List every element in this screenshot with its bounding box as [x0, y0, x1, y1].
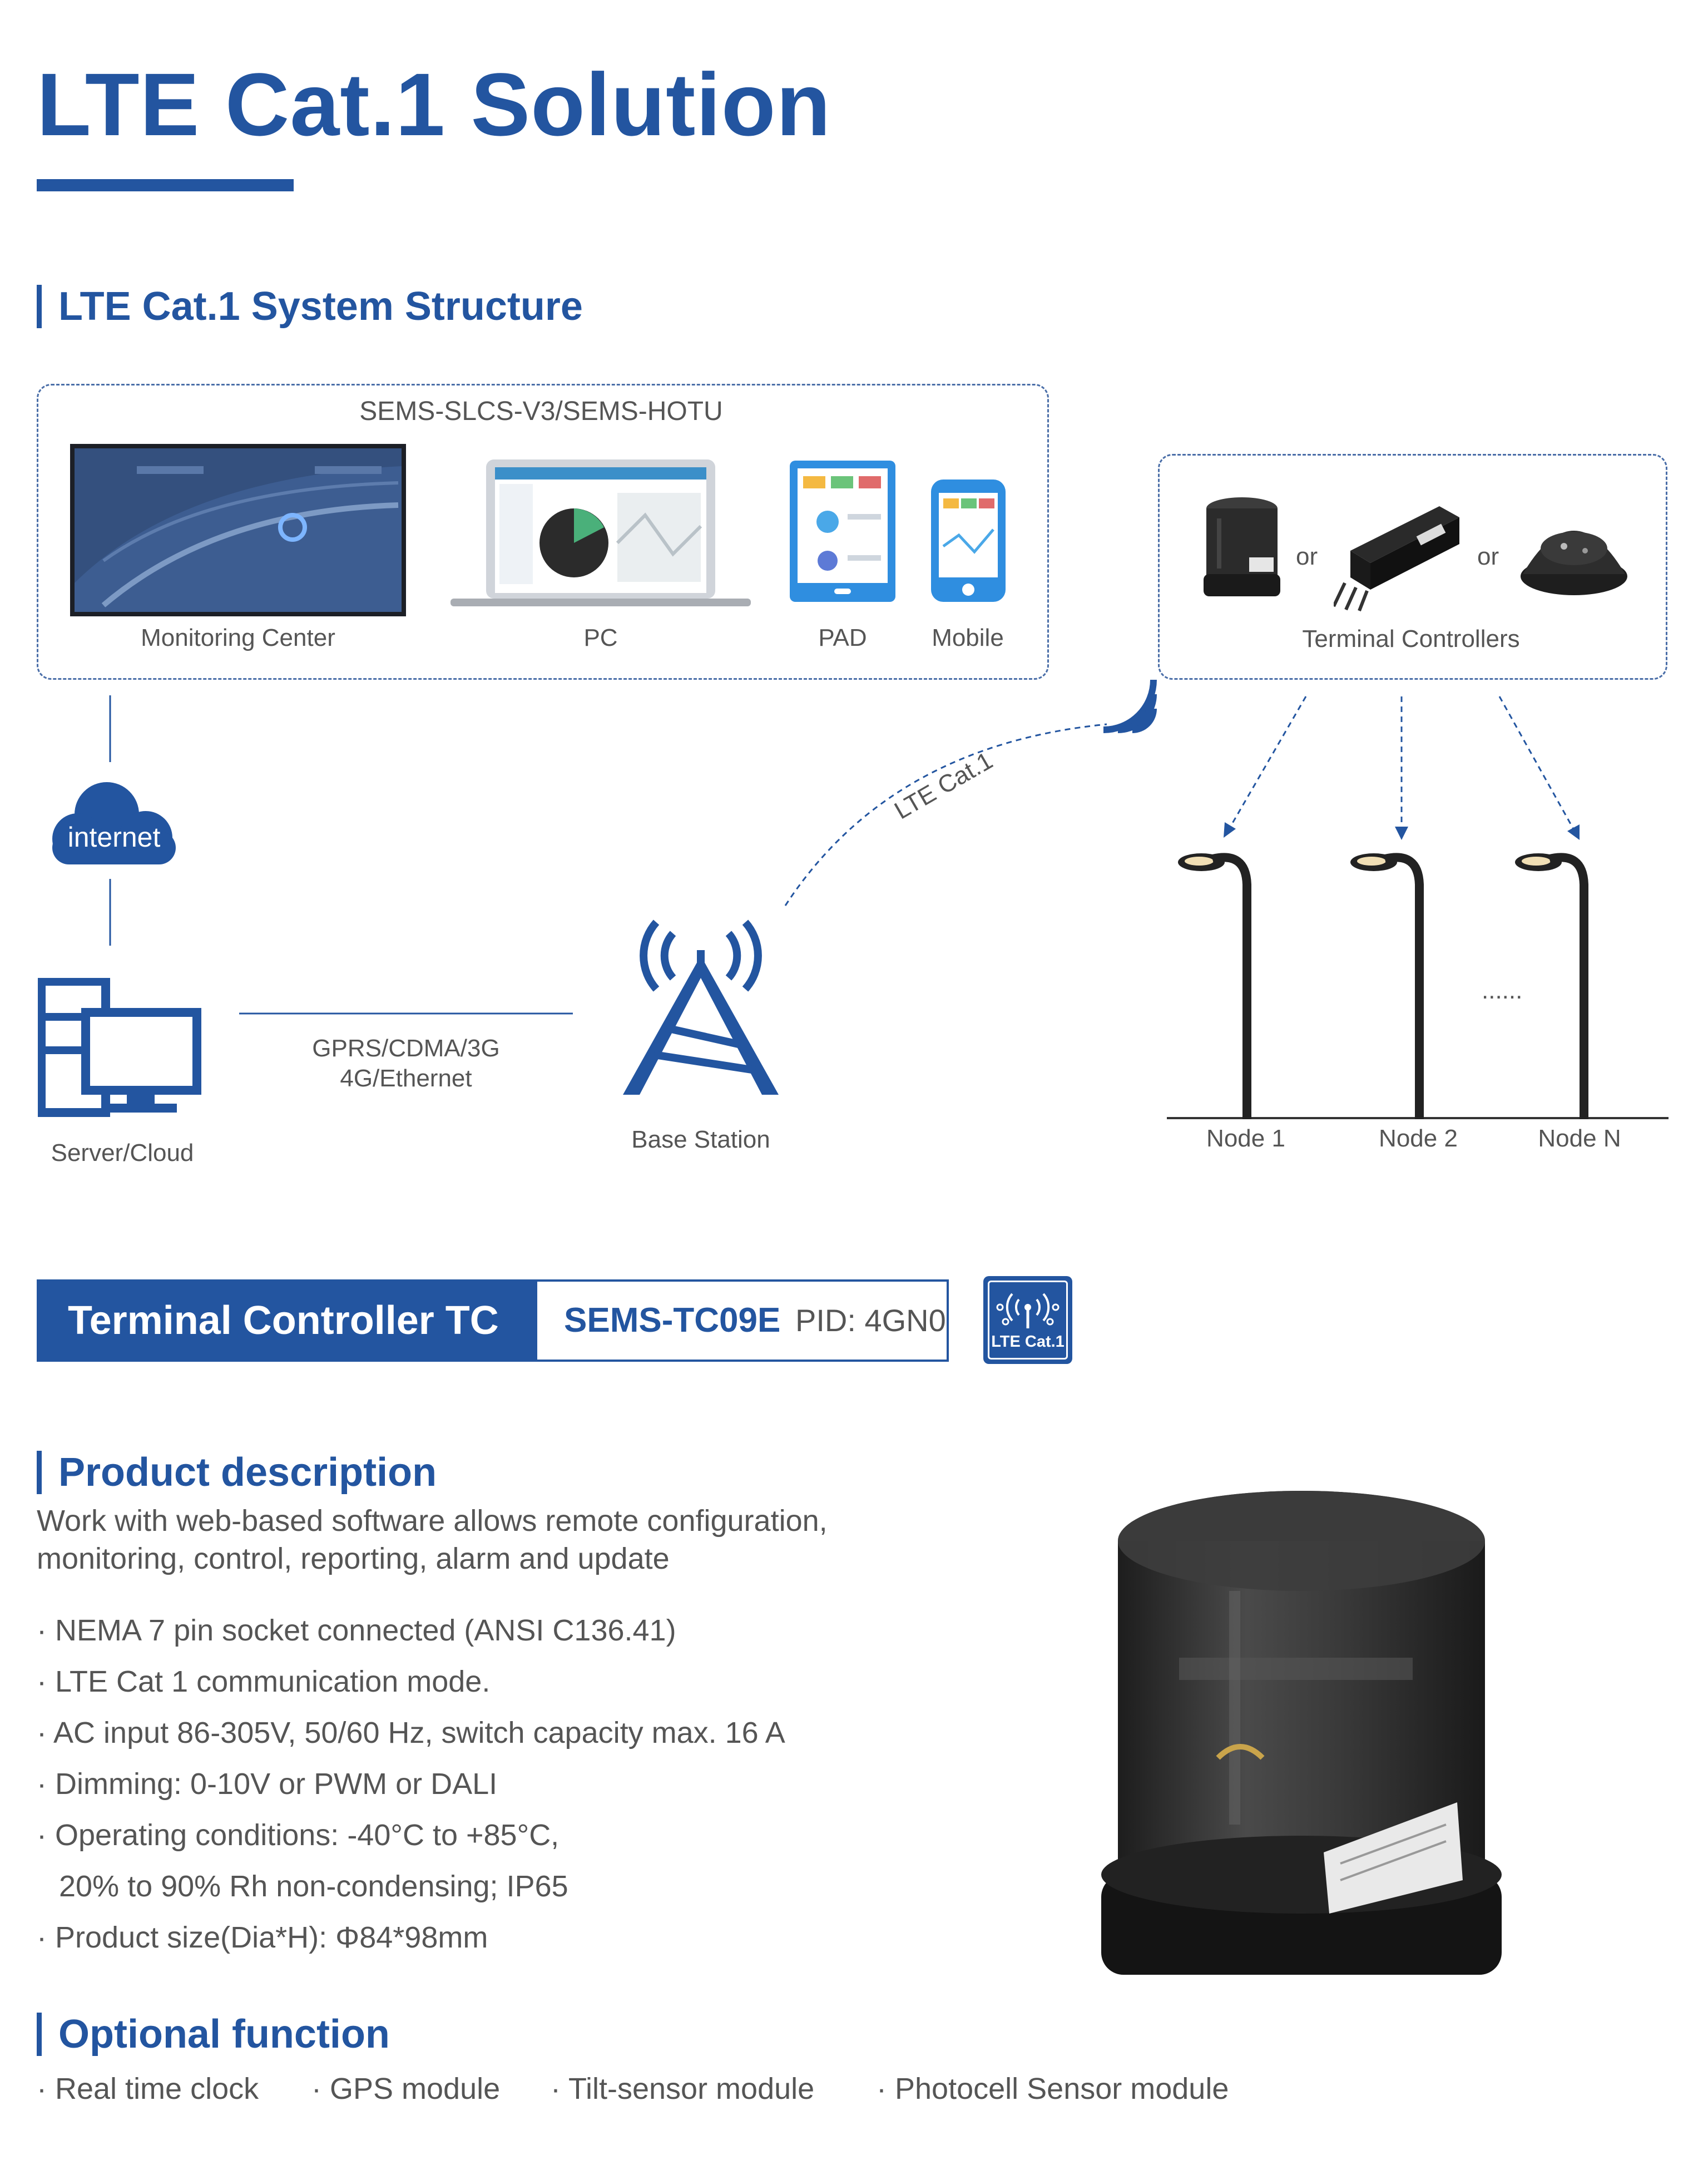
product-pid: PID: 4GN0	[795, 1303, 946, 1338]
product-header: Terminal Controller TC SEMS-TC09E PID: 4…	[37, 1279, 949, 1362]
feature-item: · LTE Cat 1 communication mode.	[37, 1665, 491, 1698]
tc09e-controller-icon	[1204, 497, 1280, 596]
internet-label: internet	[67, 822, 161, 853]
mobile-icon	[931, 480, 1006, 602]
feature-item-continuation: 20% to 90% Rh non-condensing; IP65	[59, 1870, 568, 1903]
monitoring-center-label: Monitoring Center	[141, 624, 335, 651]
antenna-signal-icon	[996, 1293, 1060, 1328]
platform-box	[37, 384, 1049, 680]
lte-cat1-badge: LTE Cat.1	[983, 1276, 1072, 1364]
node-n-label: Node N	[1538, 1125, 1621, 1152]
lamp-node-1	[1178, 853, 1251, 1119]
terminal-controllers-box	[1158, 454, 1667, 680]
pad-label: PAD	[818, 624, 867, 651]
feature-item: · NEMA 7 pin socket connected (ANSI C136…	[37, 1614, 676, 1647]
platform-label: SEMS-SLCS-V3/SEMS-HOTU	[359, 397, 723, 426]
lte-badge-text: LTE Cat.1	[991, 1333, 1065, 1351]
link-label-line2: 4G/Ethernet	[340, 1065, 472, 1092]
optional-item: · Tilt-sensor module	[551, 2072, 815, 2105]
system-section-title: LTE Cat.1 System Structure	[37, 285, 583, 328]
mobile-label: Mobile	[932, 624, 1004, 651]
product-description-line2: monitoring, control, reporting, alarm an…	[37, 1542, 670, 1575]
or-text-1: or	[1296, 543, 1318, 570]
product-header-name: Terminal Controller TC	[39, 1282, 537, 1360]
optional-item: · Real time clock	[37, 2072, 259, 2105]
lamp-node-2	[1350, 853, 1424, 1119]
page-title: LTE Cat.1 Solution	[37, 55, 831, 154]
wireless-signal-icon	[1103, 679, 1157, 733]
street-lamps	[1178, 853, 1588, 1119]
dome-controller-icon	[1521, 531, 1627, 595]
pad-icon	[790, 461, 895, 602]
monitoring-center-screen-icon	[70, 444, 406, 616]
box-controller-icon	[1334, 506, 1459, 612]
optional-item: · Photocell Sensor module	[877, 2072, 1229, 2105]
link-label-line1: GPRS/CDMA/3G	[312, 1035, 500, 1062]
optional-item: · GPS module	[311, 2072, 501, 2105]
server-cloud-label: Server/Cloud	[51, 1139, 194, 1167]
node-1-label: Node 1	[1206, 1125, 1285, 1152]
product-model: SEMS-TC09E	[564, 1301, 781, 1340]
feature-item: · AC input 86-305V, 50/60 Hz, switch cap…	[37, 1716, 785, 1749]
feature-item: · Product size(Dia*H): Φ84*98mm	[37, 1921, 488, 1954]
cloud-icon	[52, 782, 176, 864]
product-description-title: Product description	[37, 1451, 437, 1494]
terminal-controllers-label: Terminal Controllers	[1302, 625, 1520, 653]
pc-laptop-icon	[450, 459, 751, 606]
base-station-label: Base Station	[631, 1126, 770, 1153]
title-underline	[37, 179, 294, 191]
optional-function-title: Optional function	[37, 2013, 390, 2056]
base-station-tower-icon	[623, 920, 779, 1095]
product-description-line1: Work with web-based software allows remo…	[37, 1504, 828, 1538]
feature-item: · Operating conditions: -40°C to +85°C,	[37, 1818, 560, 1852]
or-text-2: or	[1477, 543, 1499, 570]
server-icon	[38, 978, 201, 1117]
node-2-label: Node 2	[1379, 1125, 1458, 1152]
nodes-ellipsis: ......	[1482, 977, 1523, 1004]
lamp-node-n	[1515, 853, 1588, 1119]
feature-item: · Dimming: 0-10V or PWM or DALI	[37, 1767, 498, 1801]
product-photo	[1101, 1491, 1502, 1975]
pc-label: PC	[583, 624, 618, 651]
